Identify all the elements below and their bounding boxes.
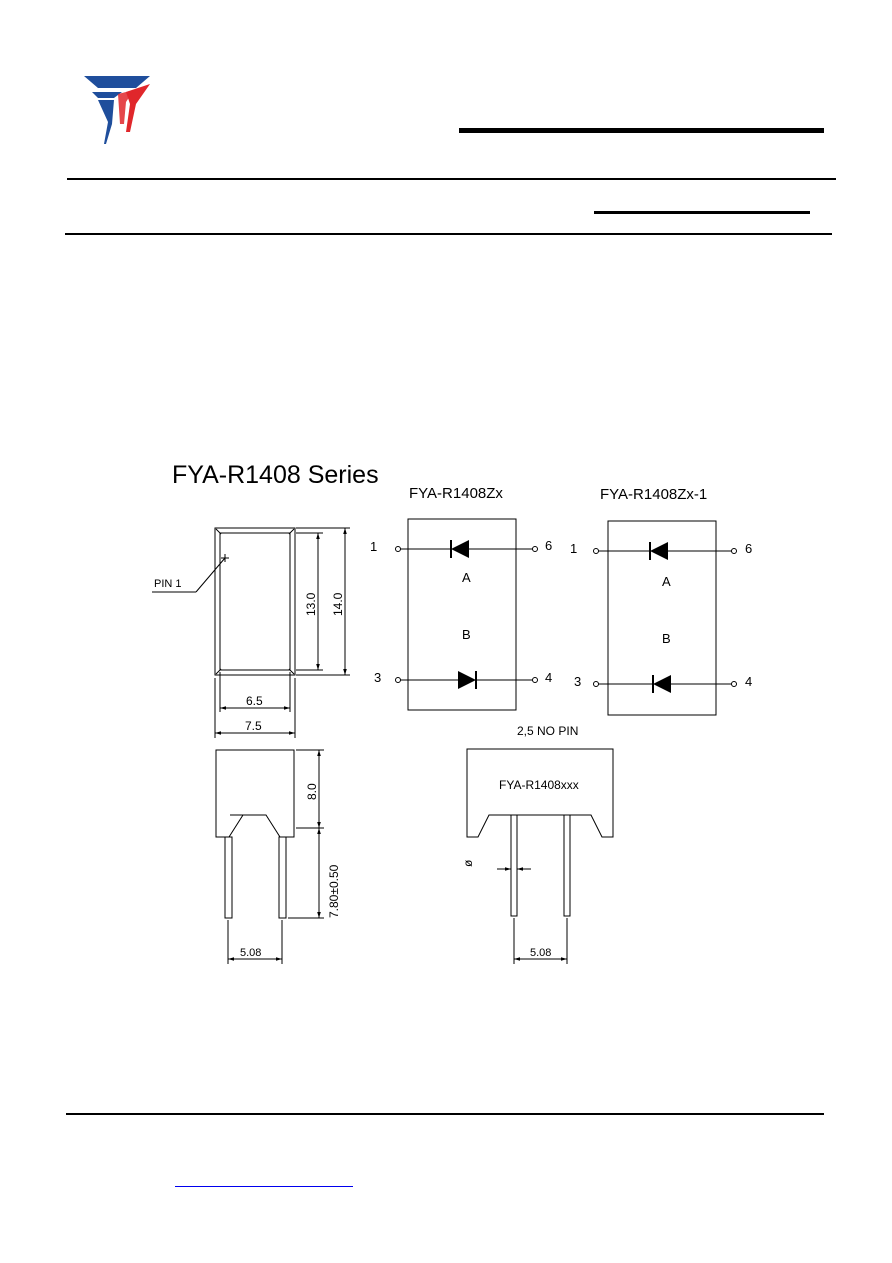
label-b-b: B <box>662 631 671 646</box>
variant-b-title: FYA-R1408Zx-1 <box>600 486 707 503</box>
side-view <box>215 749 324 964</box>
pin-1-b: 1 <box>570 541 577 556</box>
pin1-label: PIN 1 <box>154 578 182 590</box>
dim-pitch-left: 5.08 <box>240 947 261 959</box>
series-title: FYA-R1408 Series <box>172 461 379 489</box>
pin-3-a: 3 <box>374 670 381 685</box>
no-pin-note: 2,5 NO PIN <box>517 724 578 738</box>
dim-body-height: 8.0 <box>305 783 319 800</box>
pin-4-b: 4 <box>745 674 752 689</box>
diameter-symbol: ø <box>461 859 475 867</box>
diode-b-bottom-icon <box>652 675 671 693</box>
header-title-rule <box>459 128 824 133</box>
pin-3-b: 3 <box>574 674 581 689</box>
top-view <box>152 527 350 738</box>
dim-pitch-right: 5.08 <box>530 947 551 959</box>
dim-width-outer: 7.5 <box>245 719 262 733</box>
pin-6-a: 6 <box>545 538 552 553</box>
variant-a-title: FYA-R1408Zx <box>409 485 503 502</box>
label-a-b: A <box>662 574 671 589</box>
header-rule-top <box>67 178 836 180</box>
pin-1-a: 1 <box>370 539 377 554</box>
dim-lead-length: 7.80±0.50 <box>327 864 341 918</box>
part-marking: FYA-R1408xxx <box>499 778 579 792</box>
label-b-a: B <box>462 627 471 642</box>
header-rule-bottom <box>65 233 832 235</box>
pin-6-b: 6 <box>745 541 752 556</box>
diode-a-top-icon <box>450 540 469 558</box>
dim-height-inner: 13.0 <box>304 592 318 616</box>
footer-website-link[interactable] <box>175 1170 353 1187</box>
dim-width-inner: 6.5 <box>246 694 263 708</box>
company-logo-icon <box>84 76 150 144</box>
diode-a-bottom-icon <box>458 671 477 689</box>
label-a-a: A <box>462 570 471 585</box>
diode-b-top-icon <box>649 542 668 560</box>
dim-height-outer: 14.0 <box>331 592 345 616</box>
footer-rule <box>66 1113 824 1115</box>
pin-4-a: 4 <box>545 670 552 685</box>
header-subtitle-rule <box>594 211 810 214</box>
front-view <box>466 748 614 964</box>
